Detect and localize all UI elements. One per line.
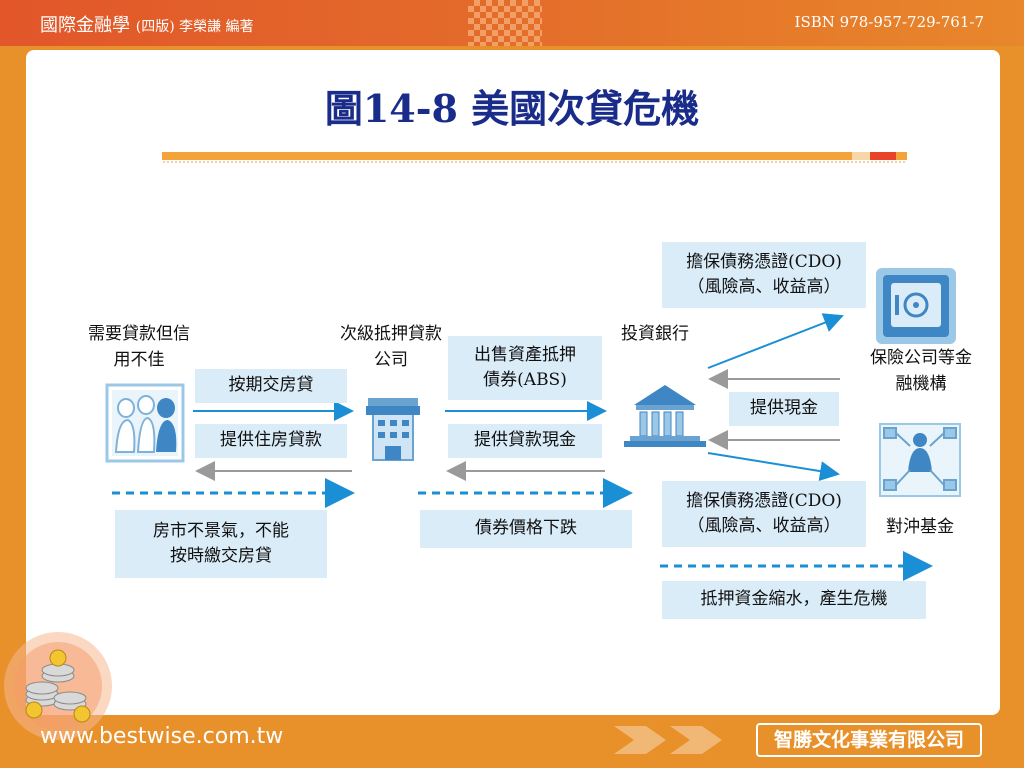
office-building-icon xyxy=(366,398,420,461)
node-insurance-label: 保險公司等金融機構 xyxy=(870,348,972,394)
flow-provide-cash: 提供現金 xyxy=(729,392,839,426)
arrow-cdo-bottom xyxy=(707,452,840,482)
title-underline xyxy=(162,152,907,160)
title-dotted-line xyxy=(162,161,907,163)
book-title: 國際金融學 (四版) 李榮謙 編著 xyxy=(40,11,254,37)
flow-sell-abs: 出售資產抵押債券(ABS) xyxy=(448,336,602,400)
book-subtitle: (四版) 李榮謙 編著 xyxy=(135,19,254,35)
flow-pay-mortgage: 按期交房貸 xyxy=(195,369,347,403)
book-title-text: 國際金融學 xyxy=(40,15,130,36)
flow-provide-cash-loan: 提供貸款現金 xyxy=(448,424,602,458)
page-title: 圖14-8 美國次貸危機 xyxy=(324,86,700,131)
title-underline-accent-light xyxy=(852,152,870,160)
title-underline-accent-red xyxy=(870,152,896,160)
node-investment-bank-label: 投資銀行 xyxy=(621,324,689,344)
node-borrower-label: 需要貸款但信用不佳 xyxy=(88,324,190,370)
coins-icon xyxy=(4,632,112,740)
arrow-cdo-top xyxy=(707,313,844,369)
node-subprime-lender-label: 次級抵押貸款公司 xyxy=(340,324,442,370)
people-icon xyxy=(105,383,185,463)
footer-arrows-icon xyxy=(614,726,722,754)
hedge-fund-icon xyxy=(879,423,961,497)
crisis-collateral-shrink: 抵押資金縮水，產生危機 xyxy=(662,581,926,619)
node-hedge-fund-label: 對沖基金 xyxy=(886,517,954,537)
publisher-badge: 智勝文化事業有限公司 xyxy=(756,723,982,757)
flow-cdo-top: 擔保債務憑證(CDO)（風險高、收益高） xyxy=(662,242,866,308)
isbn-label: ISBN 978-957-729-761-7 xyxy=(794,13,984,31)
footer-url: www.bestwise.com.tw xyxy=(40,724,284,749)
flow-cdo-bottom: 擔保債務憑證(CDO)（風險高、收益高） xyxy=(662,481,866,547)
crisis-bond-price-fall: 債券價格下跌 xyxy=(420,510,632,548)
header-checker-pattern xyxy=(468,0,542,46)
bank-icon xyxy=(624,385,706,447)
safe-icon xyxy=(876,268,956,344)
flow-provide-loan: 提供住房貸款 xyxy=(195,424,347,458)
crisis-housing-slump: 房市不景氣，不能按時繳交房貸 xyxy=(115,510,327,578)
